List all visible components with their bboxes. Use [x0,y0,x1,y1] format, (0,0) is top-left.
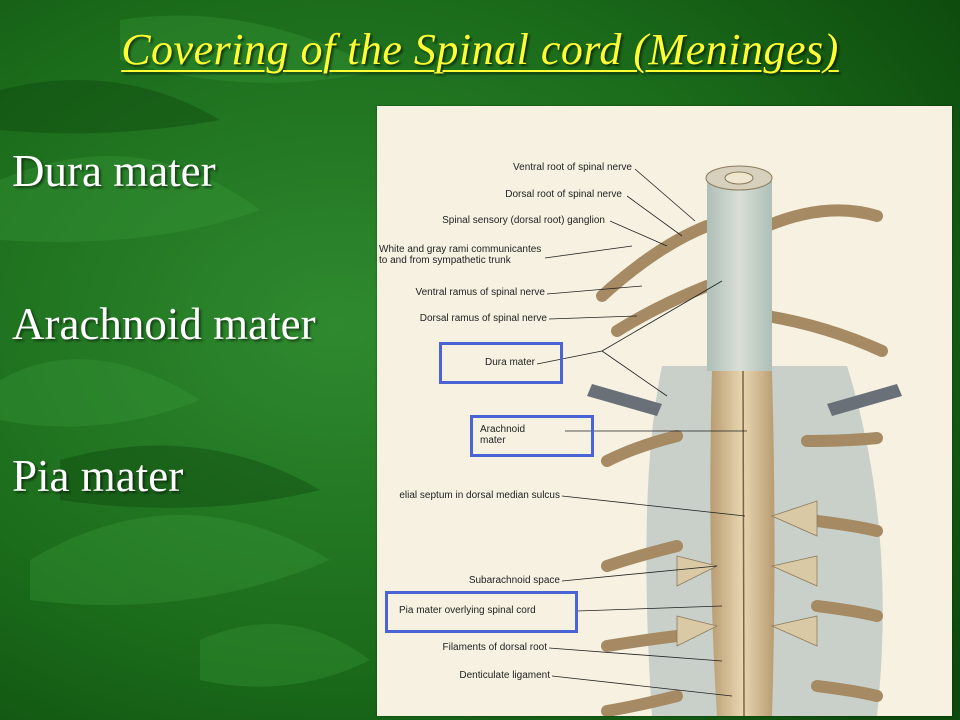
label-arachnoid-line-2: mater [480,435,506,446]
term-dura-mater: Dura mater [12,146,216,196]
dura-tube-upper [707,181,772,371]
spinal-cord-illustration: Ventral root of spinal nerve Dorsal root… [377,106,952,716]
label-ventral-root: Ventral root of spinal nerve [513,162,632,173]
label-arachnoid-line-1: Arachnoid [480,424,526,435]
highlight-box-arachnoid [470,415,594,457]
nerve-roots-right [761,204,888,702]
slide-title: Covering of the Spinal cord (Meninges) [121,25,839,74]
leader-lines [536,168,747,697]
label-septum: elial septum in dorsal median sulcus [399,490,560,501]
label-dorsal-root: Dorsal root of spinal nerve [505,189,622,200]
spinal-cord-exposed [710,371,775,716]
label-rami-line-2: to and from sympathetic trunk [379,255,511,266]
forceps [587,384,902,416]
label-pia-mater: Pia mater overlying spinal cord [399,605,536,616]
spinal-cord-drawing [536,165,902,716]
label-rami-line-1: White and gray rami communicantes [379,244,542,255]
label-filaments: Filaments of dorsal root [442,642,548,653]
highlight-box-pia [385,591,578,633]
label-dorsal-ramus: Dorsal ramus of spinal nerve [419,313,547,324]
label-dura-mater: Dura mater [484,357,535,368]
term-pia-mater: Pia mater [12,451,184,501]
label-denticulate: Denticulate ligament [459,670,550,681]
highlight-box-dura [439,342,563,384]
nerve-roots-left [596,220,713,716]
label-subarachnoid-space: Subarachnoid space [468,575,560,586]
label-ganglion: Spinal sensory (dorsal root) ganglion [442,215,605,226]
label-ventral-ramus: Ventral ramus of spinal nerve [415,287,545,298]
term-arachnoid-mater: Arachnoid mater [12,299,316,349]
denticulate-fans [676,500,818,647]
